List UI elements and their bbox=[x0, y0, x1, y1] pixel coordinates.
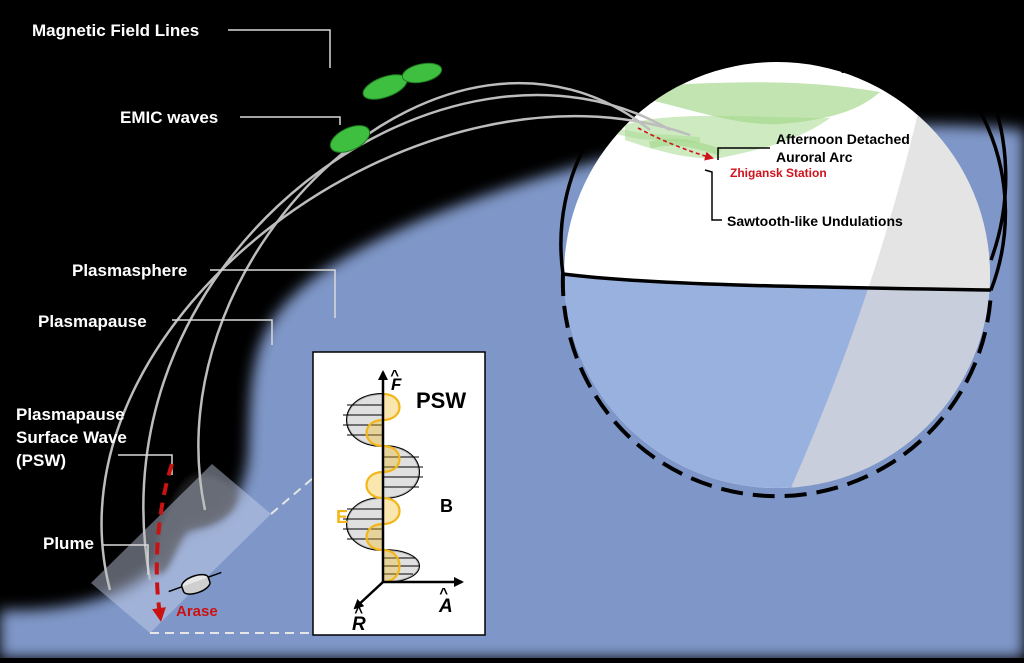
main-labels: Magnetic Field Lines EMIC waves Plasmasp… bbox=[16, 21, 218, 553]
magnetic-field-lines bbox=[100, 81, 691, 591]
axis-a-hat: ^ bbox=[439, 585, 448, 602]
psw-inset-title: PSW bbox=[416, 388, 466, 413]
emic-wave-packet bbox=[329, 125, 371, 153]
emic-wave-packet bbox=[401, 62, 443, 84]
label-psw-line2: Surface Wave bbox=[16, 428, 127, 447]
plume-shadow bbox=[155, 474, 237, 575]
axis-a-label: A bbox=[438, 596, 453, 617]
label-zhigansk-station: Zhigansk Station bbox=[730, 166, 827, 180]
axis-f-hat: ^ bbox=[390, 367, 399, 384]
earth-leader-lines bbox=[704, 147, 770, 221]
field-line-middle bbox=[142, 93, 671, 581]
plume-box bbox=[91, 464, 271, 633]
label-plume: Plume bbox=[43, 534, 94, 553]
axis-r-arrow bbox=[353, 581, 384, 610]
inset-connectors bbox=[150, 477, 314, 634]
label-magnetic-field-lines: Magnetic Field Lines bbox=[32, 21, 199, 40]
axis-r-label: R bbox=[352, 614, 366, 635]
b-field-label: B bbox=[440, 496, 453, 516]
label-sawtooth: Sawtooth-like Undulations bbox=[727, 213, 903, 229]
earth-labels: Auroral Oval Afternoon Detached Auroral … bbox=[727, 60, 931, 229]
e-field-label: E bbox=[336, 507, 348, 527]
label-psw-line1: Plasmapause bbox=[16, 405, 125, 424]
detached-arc-band bbox=[625, 115, 830, 159]
terminator-line bbox=[562, 272, 992, 292]
label-plasmapause: Plasmapause bbox=[38, 312, 147, 331]
auroral-oval-band bbox=[650, 82, 880, 125]
sphere-nightside-outline bbox=[560, 273, 993, 499]
field-line-inner bbox=[100, 115, 691, 591]
label-psw-line3: (PSW) bbox=[16, 451, 66, 470]
label-arase: Arase bbox=[176, 603, 218, 620]
e-field-wave bbox=[365, 392, 401, 584]
label-emic-waves: EMIC waves bbox=[120, 108, 218, 127]
b-field-hatching bbox=[343, 404, 423, 575]
label-detached-arc-line2: Auroral Arc bbox=[776, 149, 853, 165]
arase-satellite bbox=[168, 571, 222, 595]
axis-r-hat: ^ bbox=[354, 604, 363, 621]
label-plasmasphere: Plasmasphere bbox=[72, 261, 187, 280]
psw-inset: PSW ^ F ^ A ^ R E B bbox=[312, 351, 486, 636]
arase-trajectory bbox=[152, 463, 174, 622]
label-detached-arc-line1: Afternoon Detached bbox=[776, 131, 910, 147]
zhigansk-pointer bbox=[637, 127, 714, 161]
label-auroral-oval: Auroral Oval bbox=[841, 60, 931, 77]
axis-f-label: F bbox=[391, 375, 402, 394]
earth-sphere bbox=[534, 0, 1008, 499]
emic-waves bbox=[329, 62, 443, 153]
